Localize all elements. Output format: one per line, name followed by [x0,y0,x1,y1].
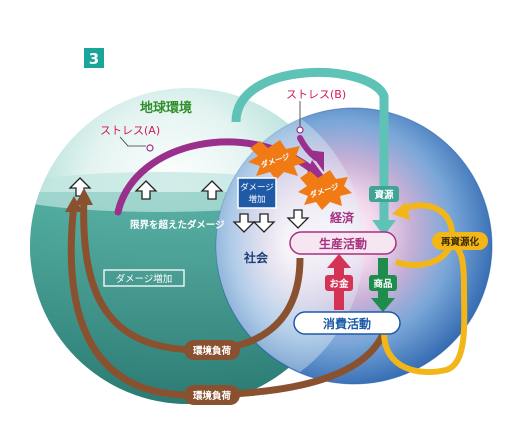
resources-pill: 資源 [369,186,399,202]
production-activity-label: 生産活動 [319,236,367,251]
env-load-text-1: 環境負荷 [193,345,232,357]
consumption-activity-label: 消費活動 [323,316,371,331]
recycling-pill: 再資源化 [432,232,488,250]
env-load-pill-2: 環境負荷 [184,385,240,405]
env-load-outer-arrowhead [65,196,83,212]
resources-arrowhead [372,220,396,236]
recycling-inner-arrowhead [392,202,410,220]
resources-teal-arrow [231,67,389,222]
damage-burst-2: ダメージ [298,170,352,210]
down-arrow-2 [252,213,276,233]
goods-label: 商品 [373,278,392,290]
env-load-pill-1: 環境負荷 [184,340,240,360]
env-load-text-2: 環境負荷 [193,390,232,402]
figure-number-badge: 3 [84,48,104,68]
beyond-limit-damage-label: 限界を超えたダメージ [130,219,225,231]
down-arrow-1 [232,213,256,233]
damage-increase-box-upper: ダメージ 増加 [237,177,277,209]
production-activity-pill: 生産活動 [289,231,397,255]
damage-increase-lower-text: ダメージ増加 [116,273,173,285]
damage-increase-upper-line1: ダメージ [240,182,274,193]
damage-increase-box-lower: ダメージ増加 [103,269,185,287]
env-load-inner-arrowhead [75,188,93,205]
stress-a-label: ストレス(A) [100,124,160,137]
recycling-label: 再資源化 [441,236,480,248]
money-label: お金 [329,278,349,290]
stress-a-dot [146,144,154,152]
damage-increase-upper-line2: 増加 [248,194,265,205]
up-arrow-3 [200,180,224,200]
society-down-arrows [232,209,310,233]
damage-burst-1: ダメージ [248,140,306,180]
badge-number: 3 [89,50,99,68]
stress-b-arrowhead [308,150,324,172]
society-label: 社会 [243,250,269,265]
stress-a-leader-line [119,136,146,147]
goods-arrow: 商品 [369,258,397,312]
stress-b-dot [296,126,304,134]
down-arrow-3 [286,209,310,229]
stress-b-label: ストレス(B) [286,88,346,101]
up-arrow-2 [134,180,158,200]
consumption-activity-pill: 消費活動 [293,311,401,335]
recycling-loop-outer [381,243,468,375]
money-arrow: お金 [325,254,353,310]
resources-label: 資源 [374,189,394,201]
economy-label: 経済 [330,210,355,225]
earth-environment-label: 地球環境 [140,100,192,116]
